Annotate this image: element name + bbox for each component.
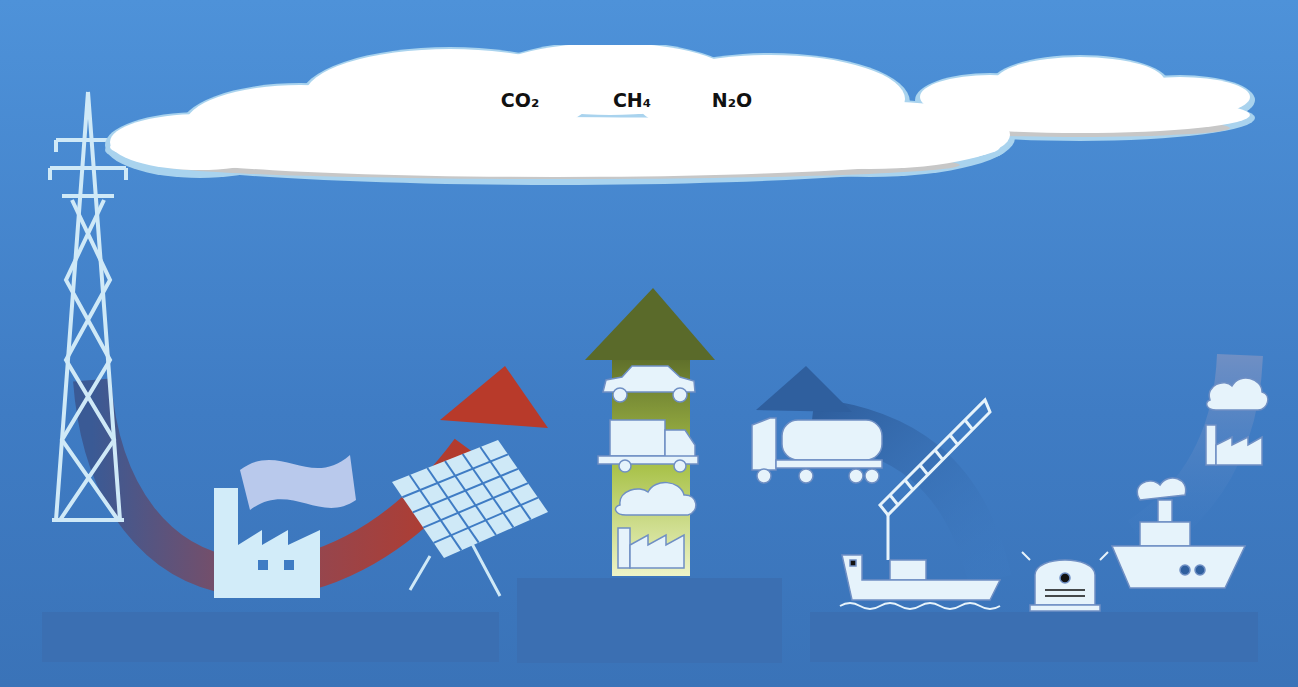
solar-panel-part: [402, 447, 538, 550]
crane-part: [880, 400, 990, 515]
tugboat-part: [1180, 565, 1190, 575]
train-part: [1045, 590, 1085, 596]
tugboat-part: [1158, 500, 1172, 522]
gas-formula: N₂O: [712, 89, 752, 112]
solar-panel-part-part: [423, 483, 528, 527]
tanker-truck: [752, 418, 882, 483]
solar-panel-part-part: [434, 498, 538, 543]
truck-part: [665, 430, 695, 458]
cargo-ship-part: [842, 555, 1000, 600]
train-part: [1035, 560, 1095, 605]
tanker-truck-part: [849, 469, 863, 483]
factory-part: [258, 560, 268, 570]
crane-part: [890, 420, 973, 505]
solar-panel-part-part: [445, 461, 496, 535]
factory-cloud-part: [615, 483, 695, 515]
tugboat: [1112, 478, 1245, 588]
tugboat-part: [1137, 478, 1185, 500]
solar-panel-part-part: [427, 468, 478, 543]
train-part: [1022, 552, 1108, 560]
cloud-fill: [110, 114, 290, 170]
tugboat-part: [1195, 565, 1205, 575]
cargo-ship: [840, 555, 1000, 609]
cloud-fill: [1110, 77, 1250, 117]
cargo-ship-part: [850, 560, 856, 566]
gas-cloud: CO₂ CH₄ N₂O: [100, 45, 1270, 190]
tanker-truck-part: [799, 469, 813, 483]
car: [603, 366, 695, 402]
gas-formula: CO₂: [501, 89, 539, 112]
solar-panel-part: [410, 540, 500, 596]
transmission-tower-part: [60, 200, 118, 520]
car-part: [613, 388, 627, 402]
solar-panel-part-part: [480, 447, 530, 520]
factory-cloud-part: [1206, 425, 1216, 465]
truck-part: [674, 460, 686, 472]
solar-panel-part-part: [410, 475, 462, 550]
car-part: [673, 388, 687, 402]
gas-formula: CH₄: [613, 89, 651, 112]
factory-cloud: [1206, 378, 1268, 465]
ground-bands-part: [810, 612, 1258, 662]
crane: [880, 400, 990, 560]
train-part: [1030, 605, 1100, 611]
factory-part: [238, 530, 320, 598]
cargo-ship-part: [840, 603, 1000, 609]
cloud-shape: [100, 45, 1270, 190]
tanker-truck-part: [776, 460, 882, 468]
tanker-truck-part: [782, 420, 882, 460]
green-arrow: [585, 288, 715, 576]
solar-panel: [392, 440, 548, 596]
factory-part: [284, 560, 294, 570]
factory-cloud-part: [630, 535, 684, 568]
tanker-truck-part: [752, 418, 776, 470]
ground-bands-part: [42, 612, 499, 662]
ground-bands-part: [517, 578, 782, 663]
cloud-outline: [105, 45, 1255, 185]
cloud-fill: [110, 45, 1250, 177]
factory: [214, 455, 356, 598]
truck: [598, 420, 698, 472]
factory-cloud-part: [618, 528, 630, 568]
green-arrow-part: [585, 288, 715, 360]
solar-panel-part-part: [413, 469, 518, 513]
blue-arrow-part: [756, 366, 852, 412]
factory-cloud-part: [1207, 378, 1268, 410]
blue-arrow: [756, 366, 990, 580]
factory-part: [214, 488, 238, 598]
red-arrow-part: [440, 366, 548, 428]
truck-part: [610, 420, 665, 456]
solar-panel-part-part: [402, 454, 508, 497]
factory-part: [240, 455, 356, 510]
cargo-ship-part: [890, 560, 926, 580]
tanker-truck-part: [865, 469, 879, 483]
tugboat-part: [1140, 522, 1190, 546]
factory-cloud: [615, 483, 695, 568]
solar-panel-part-part: [463, 454, 514, 527]
tugboat-part: [1112, 546, 1245, 588]
factory-cloud-part: [1216, 437, 1262, 465]
train-part: [1060, 573, 1070, 583]
tanker-truck-part: [757, 469, 771, 483]
crane-part: [887, 515, 890, 560]
truck-part: [619, 460, 631, 472]
train: [1022, 552, 1108, 611]
